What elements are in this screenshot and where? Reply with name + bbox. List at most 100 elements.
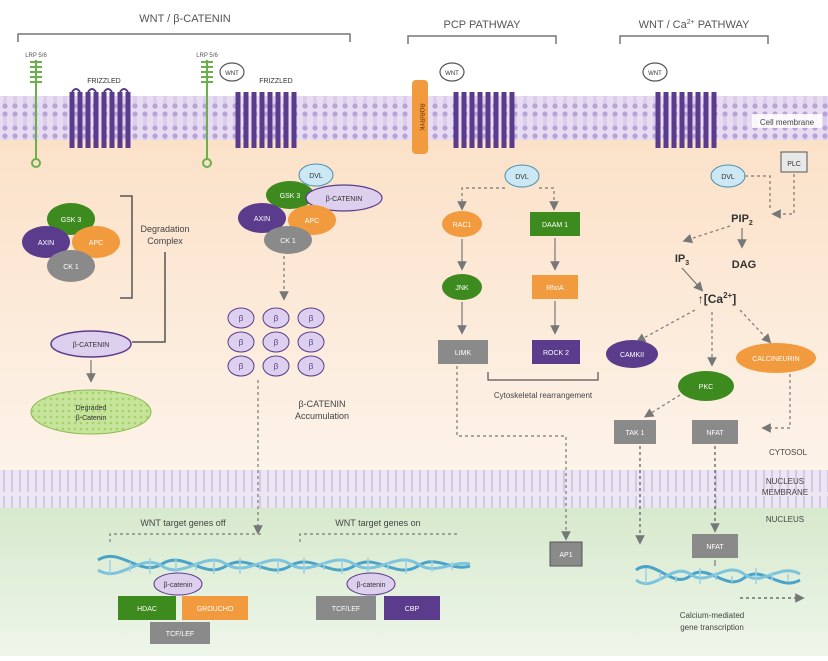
svg-text:CK 1: CK 1	[280, 238, 296, 245]
svg-text:ROCK 2: ROCK 2	[543, 350, 569, 357]
nucleus-label: NUCLEUS	[766, 515, 804, 524]
svg-text:WNT / β-CATENIN: WNT / β-CATENIN	[139, 13, 231, 25]
svg-text:LRP 5/6: LRP 5/6	[196, 53, 218, 59]
calcium-transcription-label-2: gene transcription	[680, 623, 744, 632]
nucleus-membrane-label-2: MEMBRANE	[762, 488, 808, 497]
bcat-on-node: β-catenin	[346, 572, 396, 596]
svg-text:ROR/RYK: ROR/RYK	[418, 103, 424, 130]
beta-catenin-off: β-CATENIN	[50, 330, 132, 358]
daam1-node: DAAM 1	[530, 212, 580, 236]
svg-text:FRIZZLED: FRIZZLED	[87, 78, 120, 85]
cbp-node: CBP	[384, 596, 440, 620]
tcf-off-node: TCF/LEF	[150, 622, 210, 644]
svg-text:TCF/LEF: TCF/LEF	[166, 631, 194, 638]
ip3-label: IP3	[675, 253, 689, 267]
svg-text:WNT: WNT	[648, 71, 662, 77]
hdac-node: HDAC	[118, 596, 176, 620]
svg-text:β: β	[239, 338, 244, 347]
frizzled-receptor-right: FRIZZLED	[235, 78, 297, 148]
svg-text:β: β	[274, 314, 279, 323]
lrp-receptor-left: LRP 5/6	[25, 53, 47, 168]
svg-text:NFAT: NFAT	[706, 544, 724, 551]
limk-node: LIMK	[438, 340, 488, 364]
svg-text:β: β	[239, 362, 244, 371]
tcf-on-node: TCF/LEF	[316, 596, 376, 620]
camkii-node: CAMKII	[606, 340, 658, 368]
svg-text:JNK: JNK	[455, 285, 469, 292]
svg-text:CALCINEURIN: CALCINEURIN	[752, 356, 799, 363]
svg-text:CAMKII: CAMKII	[620, 352, 644, 359]
svg-text:β: β	[274, 362, 279, 371]
svg-text:PKC: PKC	[699, 384, 713, 391]
svg-text:CBP: CBP	[405, 606, 420, 613]
svg-text:DVL: DVL	[309, 173, 323, 180]
svg-text:β: β	[309, 314, 314, 323]
genes-off-label: WNT target genes off	[140, 518, 226, 528]
bcat-off-node: β-catenin	[153, 572, 203, 596]
svg-text:DAAM 1: DAAM 1	[542, 222, 568, 229]
accumulation-label-2: Accumulation	[295, 411, 349, 421]
cytoskeletal-label: Cytoskeletal rearrangement	[494, 391, 593, 400]
svg-text:β: β	[309, 362, 314, 371]
svg-text:PCP PATHWAY: PCP PATHWAY	[443, 19, 521, 31]
pkc-node: PKC	[678, 371, 734, 401]
degraded-beta-catenin: Degraded β-Catenin	[30, 389, 152, 435]
svg-text:WNT: WNT	[225, 71, 239, 77]
beta-catenin-accumulation-grid: β β β β β β β β β	[227, 307, 325, 377]
svg-text:β-CATENIN: β-CATENIN	[326, 196, 363, 203]
degradation-complex-label: Degradation	[140, 224, 189, 234]
accumulation-label: β-CATENIN	[298, 399, 345, 409]
svg-text:RAC1: RAC1	[453, 222, 472, 229]
cell-membrane-label: Cell membrane	[760, 118, 815, 127]
nucleus-region	[0, 508, 828, 656]
ror-ryk-receptor: ROR/RYK	[412, 80, 428, 154]
cytosol-label: CYTOSOL	[769, 448, 808, 457]
wnt-ligand-pcp: WNT	[439, 62, 465, 82]
frizzled-receptor-left: FRIZZLED	[69, 78, 131, 148]
svg-text:β-catenin: β-catenin	[357, 582, 386, 589]
genes-on-label: WNT target genes on	[335, 518, 420, 528]
svg-text:β-catenin: β-catenin	[164, 582, 193, 589]
tak1-node: TAK 1	[614, 420, 656, 444]
nfat-node: NFAT	[692, 420, 738, 444]
svg-text:WNT: WNT	[445, 71, 459, 77]
svg-text:CK 1: CK 1	[63, 264, 79, 271]
svg-text:TAK 1: TAK 1	[626, 430, 645, 437]
svg-text:FRIZZLED: FRIZZLED	[259, 78, 292, 85]
svg-text:HDAC: HDAC	[137, 606, 157, 613]
svg-text:β: β	[274, 338, 279, 347]
svg-text:GSK 3: GSK 3	[280, 193, 301, 200]
pip2-label: PIP2	[731, 213, 753, 227]
svg-text:NFAT: NFAT	[706, 430, 724, 437]
dvl-ca: DVL	[710, 164, 746, 188]
svg-text:LRP 5/6: LRP 5/6	[25, 53, 47, 59]
dvl-canonical: DVL	[298, 163, 334, 187]
svg-text:AXIN: AXIN	[254, 216, 270, 223]
dag-label: DAG	[732, 259, 756, 271]
svg-text:β: β	[309, 338, 314, 347]
nucleus-membrane-label: NUCLEUS	[766, 477, 804, 486]
svg-text:PLC: PLC	[787, 161, 801, 168]
svg-text:TCF/LEF: TCF/LEF	[332, 606, 360, 613]
destruction-complex-inactivated: GSK 3 β-CATENIN AXIN APC CK 1	[238, 181, 383, 254]
svg-text:AXIN: AXIN	[38, 240, 54, 247]
plc-node: PLC	[780, 151, 808, 173]
jnk-node: JNK	[442, 274, 482, 300]
header-wnt-ca-pathway: WNT / Ca2+ PATHWAY	[619, 19, 769, 44]
dna-helix-calcium	[635, 565, 801, 586]
svg-text:APC: APC	[305, 218, 319, 225]
ap1-node: AP1	[549, 541, 583, 567]
groucho-node: GROUCHO	[182, 596, 248, 620]
degradation-complex: GSK 3 AXIN APC CK 1	[22, 203, 120, 282]
wnt-ligand-canonical: WNT	[219, 62, 245, 82]
wnt-ligand-ca: WNT	[642, 62, 668, 82]
nfat-nuclear-node: NFAT	[692, 534, 738, 558]
extracellular-region	[0, 0, 828, 96]
frizzled-receptor-ca	[655, 92, 717, 148]
degradation-complex-label-2: Complex	[147, 236, 183, 246]
dvl-pcp: DVL	[504, 164, 540, 188]
header-wnt-beta-catenin: WNT / β-CATENIN	[17, 13, 351, 42]
header-pcp-pathway: PCP PATHWAY	[407, 19, 557, 44]
svg-text:WNT / Ca2+ PATHWAY: WNT / Ca2+ PATHWAY	[639, 19, 750, 31]
